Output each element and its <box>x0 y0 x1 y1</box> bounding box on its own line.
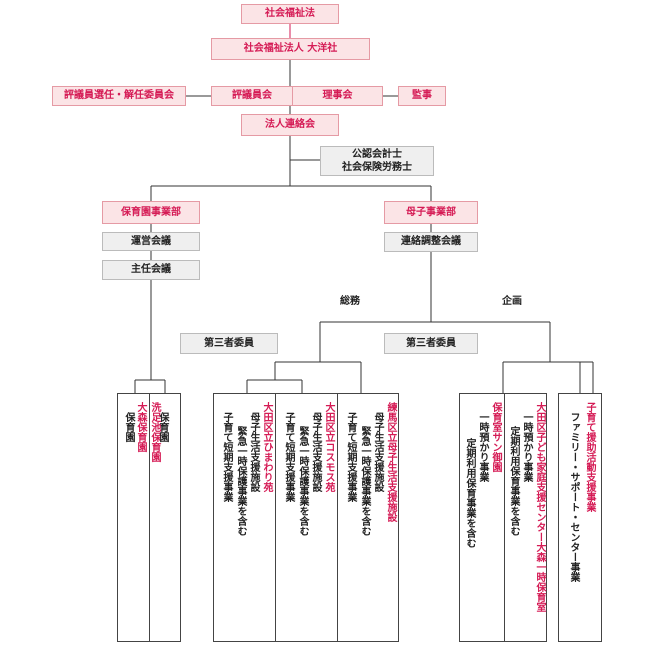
facility-service: 保育園 <box>157 412 168 442</box>
facility-service: 母子生活支援施設 <box>248 412 259 492</box>
facility-name: 練馬区立母子生活支援施設 <box>385 402 396 522</box>
facility-service: 子育て短期支援事業 <box>345 412 356 502</box>
advisor-box: 公認会計士 社会保険労務士 <box>320 146 434 176</box>
coordination-meeting-box: 連絡調整会議 <box>384 232 478 252</box>
nursery-third-party-box: 第三者委員 <box>180 333 278 354</box>
facility-service: 定期利用保育事業を含む <box>508 426 519 536</box>
facility-service: 子育て短期支援事業 <box>221 412 232 502</box>
facility-name: 保育室サン御園 <box>490 402 501 472</box>
facility-name: 大田区子ども家庭支援センター大森一時保育室 <box>534 402 545 612</box>
board-box: 理事会 <box>292 86 383 106</box>
facility-service: 定期利用保育事業を含む <box>464 438 475 548</box>
mother-child-third-party-box: 第三者委員 <box>384 333 478 354</box>
advisor-line1: 公認会計士 <box>352 148 402 160</box>
councilors-box: 評議員会 <box>211 86 292 106</box>
advisor-line2: 社会保険労務士 <box>342 161 412 173</box>
mother-child-dept-box: 母子事業部 <box>384 201 478 224</box>
law-box: 社会福祉法 <box>241 4 339 24</box>
facility-service: 保育園 <box>123 412 134 442</box>
facility-name: 大森保育園 <box>135 402 146 452</box>
facility-service: 緊急一時保護事業を含む <box>359 426 370 536</box>
election-committee-box: 評議員選任・解任委員会 <box>52 86 186 106</box>
chief-meeting-box: 主任会議 <box>102 260 200 280</box>
child-center-group-right: 子育て援助活動支援事業 ファミリー・サポート・センター事業 <box>558 393 602 642</box>
facility-service: 一時預かり事業 <box>521 412 532 482</box>
facility-service: 子育て短期支援事業 <box>283 412 294 502</box>
liaison-box: 法人連絡会 <box>241 114 339 136</box>
planning-label: 企画 <box>500 292 524 307</box>
management-meeting-box: 運営会議 <box>102 232 200 251</box>
corporation-box: 社会福祉法人 大洋社 <box>211 38 370 60</box>
facility-name: 洗足池保育園 <box>149 402 160 462</box>
facility-name: 子育て援助活動支援事業 <box>584 402 595 512</box>
auditor-box: 監事 <box>398 86 446 106</box>
general-affairs-label: 総務 <box>338 292 362 307</box>
facility-name: 大田区立ひまわり苑 <box>261 402 272 492</box>
nursery-dept-box: 保育園事業部 <box>102 201 200 224</box>
facility-service: 緊急一時保護事業を含む <box>297 426 308 536</box>
support-facilities-group: 大田区立ひまわり苑 母子生活支援施設 緊急一時保護事業を含む 子育て短期支援事業… <box>213 393 399 642</box>
facility-service: 緊急一時保護事業を含む <box>235 426 246 536</box>
facility-service: 母子生活支援施設 <box>310 412 321 492</box>
facility-name: 大田区立コスモス苑 <box>323 402 334 492</box>
facility-service: ファミリー・サポート・センター事業 <box>568 412 579 582</box>
facility-service: 母子生活支援施設 <box>372 412 383 492</box>
nursery-facilities-group: 洗足池保育園 保育園 大森保育園 保育園 <box>117 393 181 642</box>
facility-service: 一時預かり事業 <box>477 412 488 482</box>
child-center-group-left: 保育室サン御園 一時預かり事業 定期利用保育事業を含む 大田区子ども家庭支援セン… <box>459 393 547 642</box>
